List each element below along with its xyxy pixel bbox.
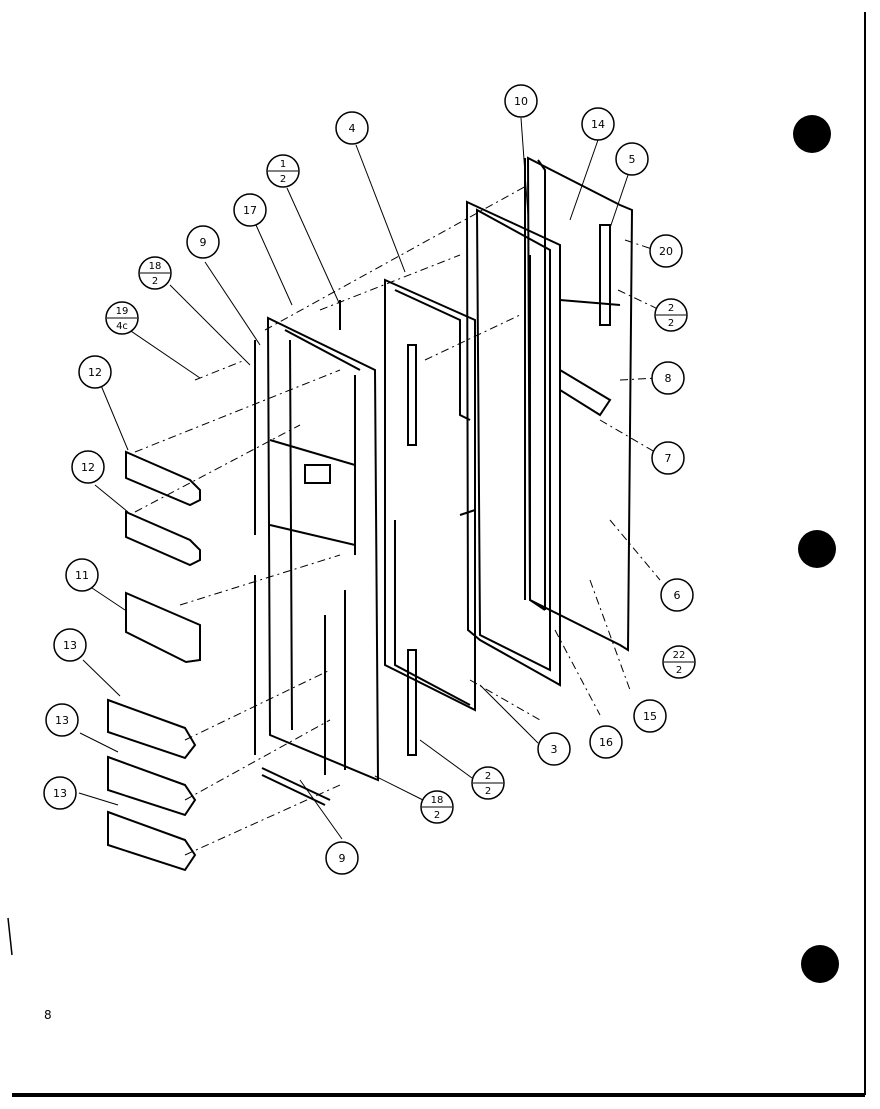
callout-1-numerator: 1	[280, 159, 286, 170]
callout-17: 17	[243, 204, 257, 217]
parts-linework	[107, 156, 634, 872]
callout-13-first: 13	[63, 639, 77, 652]
punch-hole-middle	[798, 530, 836, 568]
callout-18-top-denominator: 2	[152, 276, 158, 287]
punch-hole-bottom	[801, 945, 839, 983]
callout-18-top-numerator: 18	[149, 261, 162, 272]
callout-20: 20	[659, 245, 673, 258]
callout-6: 6	[674, 589, 681, 602]
punch-hole-top	[793, 115, 831, 153]
callout-13-second: 13	[55, 714, 69, 727]
callout-19-numerator: 19	[116, 306, 129, 317]
callout-9-bottom: 9	[339, 852, 346, 865]
callout-19-denominator: 4c	[116, 321, 128, 332]
callout-8: 8	[665, 372, 672, 385]
callout-22-denominator: 2	[676, 665, 682, 676]
callout-9-top: 9	[200, 236, 207, 249]
callout-11: 11	[75, 569, 89, 582]
callout-2-right-denominator: 2	[668, 318, 674, 329]
callout-5: 5	[629, 153, 636, 166]
callout-12-lower: 12	[81, 461, 95, 474]
callout-14: 14	[591, 118, 605, 131]
callout-22-numerator: 22	[673, 650, 686, 661]
assembly-guide-lines	[134, 184, 661, 856]
callout-15: 15	[643, 710, 657, 723]
callout-2-bottom-denominator: 2	[485, 786, 491, 797]
leader-lines	[78, 117, 629, 840]
callout-16: 16	[599, 736, 613, 749]
callout-18-bottom-denominator: 2	[434, 810, 440, 821]
callout-7: 7	[665, 452, 672, 465]
page-number: 8	[44, 1008, 52, 1022]
callout-4: 4	[349, 122, 356, 135]
callout-18-bottom-numerator: 18	[431, 795, 444, 806]
callout-3: 3	[551, 743, 558, 756]
callout-13-third: 13	[53, 787, 67, 800]
callout-12-upper: 12	[88, 366, 102, 379]
callout-fraction-bars	[107, 170, 694, 808]
callout-2-right-numerator: 2	[668, 303, 674, 314]
callout-2-bottom-numerator: 2	[485, 771, 491, 782]
callout-circles	[43, 84, 696, 875]
callout-1-denominator: 2	[280, 174, 286, 185]
callout-10: 10	[514, 95, 528, 108]
